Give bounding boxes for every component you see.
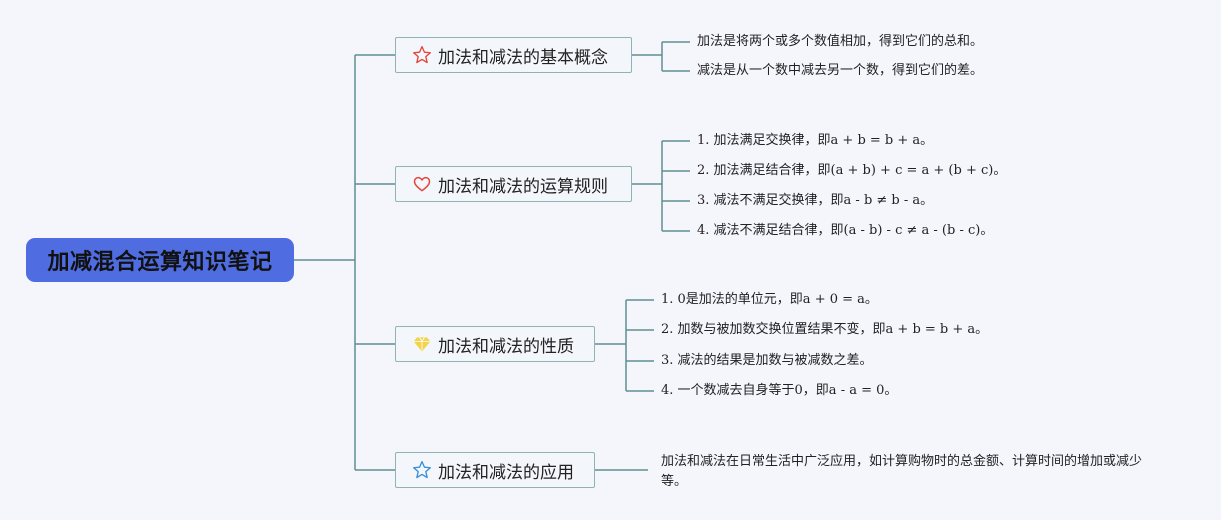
leaf-text: 4. 一个数减去自身等于0，即a - a = 0。 — [661, 383, 898, 398]
branch-applications[interactable]: 加法和减法的应用 — [395, 452, 595, 488]
branch-operation-rules[interactable]: 加法和减法的运算规则 — [395, 166, 632, 202]
leaf-text: 2. 加数与被加数交换位置结果不变，即a + b = b + a。 — [661, 322, 989, 337]
leaf-text: 减法是从一个数中减去另一个数，得到它们的差。 — [697, 63, 984, 78]
leaf-text: 1. 加法满足交换律，即a + b = b + a。 — [697, 133, 934, 148]
branch-label: 加法和减法的基本概念 — [438, 47, 608, 68]
branch-label: 加法和减法的应用 — [438, 462, 574, 483]
root-node[interactable]: 加减混合运算知识笔记 — [26, 238, 294, 282]
root-label: 加减混合运算知识笔记 — [47, 250, 273, 275]
leaf-text: 2. 加法满足结合律，即(a + b) + c = a + (b + c)。 — [697, 163, 1007, 178]
star-outline-icon — [412, 460, 432, 480]
branch-properties[interactable]: 加法和减法的性质 — [395, 326, 595, 362]
leaf-text: 4. 减法不满足结合律，即(a - b) - c ≠ a - (b - c)。 — [697, 223, 994, 238]
diamond-icon — [412, 334, 432, 354]
heart-outline-icon — [412, 174, 432, 194]
branch-label: 加法和减法的运算规则 — [438, 176, 608, 197]
leaf-text: 3. 减法的结果是加数与被减数之差。 — [661, 353, 873, 368]
leaf-text: 1. 0是加法的单位元，即a + 0 = a。 — [661, 292, 878, 307]
branch-label: 加法和减法的性质 — [438, 336, 574, 357]
star-outline-icon — [412, 45, 432, 65]
branch-basic-concepts[interactable]: 加法和减法的基本概念 — [395, 37, 632, 73]
leaf-text: 加法是将两个或多个数值相加，得到它们的总和。 — [697, 34, 984, 49]
leaf-text: 3. 减法不满足交换律，即a - b ≠ b - a。 — [697, 193, 934, 208]
leaf-text: 加法和减法在日常生活中广泛应用，如计算购物时的总金额、计算时间的增加或减少等。 — [661, 454, 1143, 489]
